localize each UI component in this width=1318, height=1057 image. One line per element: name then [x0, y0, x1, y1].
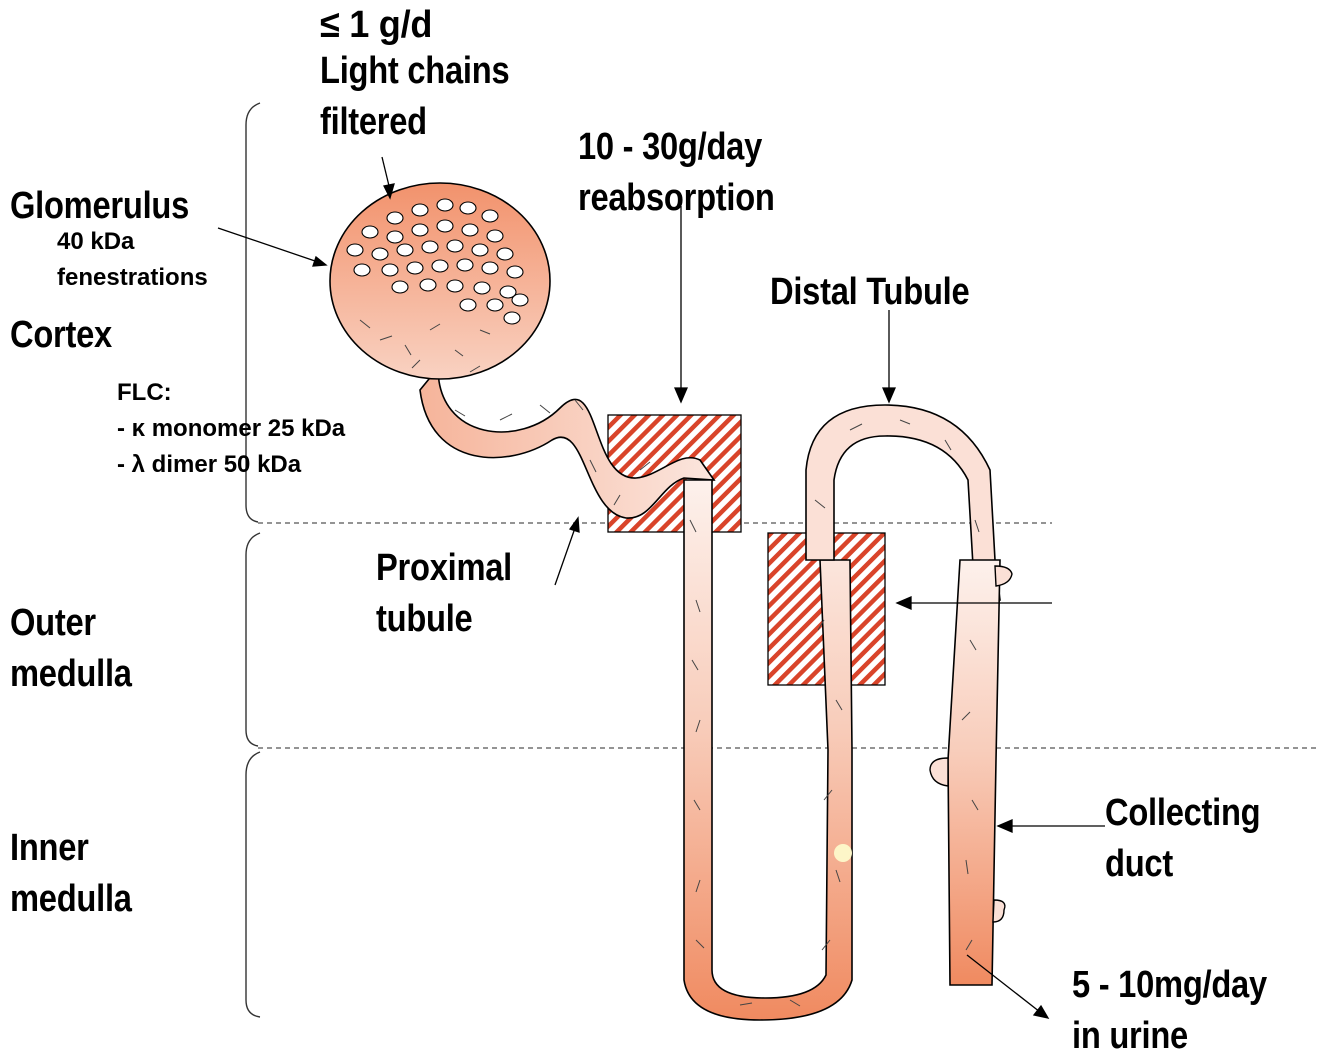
urine-label: 5 - 10mg/day in urine [1072, 966, 1267, 1055]
flc-info: FLC: - κ monomer 25 kDa - λ dimer 50 kDa [117, 381, 345, 477]
zone-cortex: Cortex [10, 316, 112, 354]
filtered-amount: ≤ 1 g/d [320, 6, 432, 44]
marker-dot [834, 844, 852, 862]
glomerulus-note: 40 kDa fenestrations [57, 230, 208, 290]
zone-inner-medulla: Inner medulla [10, 829, 132, 918]
zone-outer-medulla: Outer medulla [10, 604, 132, 693]
reabsorption-label: 10 - 30g/day reabsorption [578, 128, 775, 217]
filtered-label: Light chains filtered [320, 52, 509, 141]
flc-item-kappa: - κ monomer 25 kDa [117, 417, 345, 441]
flc-item-lambda: - λ dimer 50 kDa [117, 453, 345, 477]
distal-tubule-label: Distal Tubule [770, 273, 969, 311]
glomerulus-body [330, 183, 550, 379]
collecting-duct [948, 560, 1000, 985]
collecting-duct-label: Collecting duct [1105, 794, 1260, 883]
glomerulus-title: Glomerulus [10, 187, 189, 225]
proximal-tubule-label: Proximal tubule [376, 549, 512, 638]
